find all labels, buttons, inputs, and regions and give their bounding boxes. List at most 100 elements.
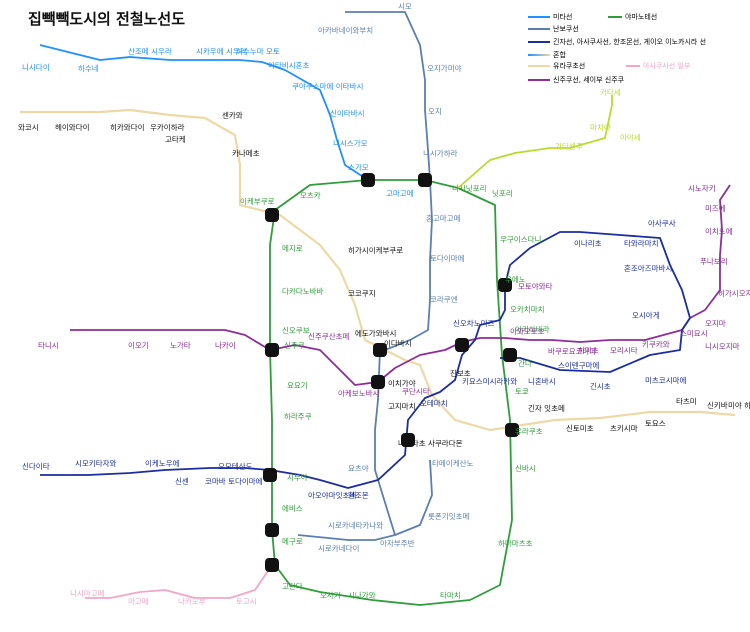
station-label[interactable]: 시모키타자와 (75, 459, 117, 468)
station-label[interactable]: 토요스 (645, 419, 666, 428)
station-label[interactable]: 미야 하아 (728, 401, 750, 410)
station-label[interactable]: 아케보노바시 (338, 389, 380, 398)
station-label[interactable]: 에도가와바시 (355, 329, 397, 338)
station-label[interactable]: 하마마츠초 (498, 539, 533, 548)
station-label[interactable]: 유라쿠초 (515, 427, 543, 436)
station-label[interactable]: 카나메초 (232, 149, 260, 158)
station-label[interactable]: 토고시 (236, 597, 257, 606)
station-label[interactable]: 나카이 (215, 341, 236, 350)
station-label[interactable]: 타와라마치 (624, 239, 659, 248)
station-label[interactable]: 기타센주 (555, 142, 583, 151)
station-label[interactable]: 모리시타 (610, 346, 638, 355)
station-label[interactable]: 아사쿠사 (648, 219, 676, 228)
station-label[interactable]: 신이타바시 (330, 109, 365, 118)
station-label[interactable]: 신센 (175, 477, 189, 486)
station-label[interactable]: 니시닛포리 (452, 184, 487, 193)
station-label[interactable]: 시모 (398, 2, 412, 11)
station-label[interactable]: 타니시 (38, 341, 59, 350)
station-label[interactable]: 카타세 (600, 88, 621, 97)
station-label[interactable]: 키쿠카와 (642, 340, 670, 349)
station-label[interactable]: 쿠단시타 (402, 387, 430, 396)
station-label[interactable]: 신바시 (515, 464, 536, 473)
station-label[interactable]: 아야세 (620, 133, 641, 142)
station-label[interactable]: 아키하바라 (515, 325, 550, 334)
station-label[interactable]: 마고메 (128, 597, 149, 606)
station-label[interactable]: 나가타초 (398, 439, 426, 448)
station-label[interactable]: 니혼바시 (528, 377, 556, 386)
station-label[interactable]: 오지 (428, 107, 442, 116)
station-label[interactable]: 히카와다이 (110, 123, 145, 132)
station-label[interactable]: 타마치 (440, 591, 461, 600)
station-label[interactable]: 이치가야 (388, 379, 416, 388)
station-label[interactable]: 오모테산도 (218, 462, 253, 471)
station-label[interactable]: 하수누마 모토 (236, 47, 280, 56)
station-label[interactable]: 바쿠로요코야마 (548, 347, 597, 356)
station-label[interactable]: 긴시초 (590, 382, 611, 391)
station-label[interactable]: 혼조아즈마바시 (624, 264, 673, 273)
station-label[interactable]: 이치노에 (705, 227, 733, 236)
station-label[interactable]: 이와모토초 (510, 327, 545, 336)
station-label[interactable]: 롯폰기잇초메 (428, 512, 470, 521)
station-label[interactable]: 진보초 (450, 369, 471, 378)
station-label[interactable]: 하라주쿠 (284, 412, 312, 421)
station-label[interactable]: 니시오지마 (705, 342, 740, 351)
station-label[interactable]: 모토야와타 (518, 282, 553, 291)
station-label[interactable]: 코마바 토다이마에 (205, 477, 263, 486)
station-label[interactable]: 고탄다 (282, 582, 303, 591)
station-label[interactable]: 미츠코시마에 (645, 376, 687, 385)
station-label[interactable]: 센카와 (222, 111, 243, 120)
station-label[interactable]: 아자부주반 (380, 539, 415, 548)
station-label[interactable]: 고지마치 (388, 402, 416, 411)
station-label[interactable]: 신다이타 (22, 462, 50, 471)
station-label[interactable]: 스가모 (348, 163, 369, 172)
station-label[interactable]: 토쿄 (515, 387, 529, 396)
station-label[interactable]: 시노자키 (688, 184, 716, 193)
station-label[interactable]: 오지마 (705, 319, 726, 328)
station-label[interactable]: 이오기 (128, 341, 149, 350)
station-label[interactable]: 메구로 (282, 537, 303, 546)
station-label[interactable]: 푸나보리 (700, 257, 728, 266)
station-label[interactable]: 요츠야 (348, 464, 369, 473)
station-label[interactable]: 와코시 (18, 123, 39, 132)
station-label[interactable]: 마치야 (590, 123, 611, 132)
station-label[interactable]: 니시스가모 (333, 139, 368, 148)
station-label[interactable]: 우구이스다니 (500, 235, 542, 244)
station-label[interactable]: 신주쿠 (284, 341, 305, 350)
station-label[interactable]: 신토미초 (566, 424, 594, 433)
station-label[interactable]: 고타케 (165, 135, 186, 144)
station-label[interactable]: 스이텐구마에 (558, 361, 600, 370)
station-label[interactable]: 스미요시 (680, 329, 708, 338)
station-label[interactable]: 츠키시마 (610, 424, 638, 433)
station-label[interactable]: 오테마치 (420, 399, 448, 408)
station-label[interactable]: 이케부쿠로 (240, 197, 275, 206)
station-label[interactable]: 코라쿠엔 (430, 295, 458, 304)
station-label[interactable]: 혼고마고메 (426, 214, 461, 223)
station-label[interactable]: 토다이마에 (430, 254, 465, 263)
station-label[interactable]: 니시다이 (22, 63, 50, 72)
station-label[interactable]: 미즈에 (705, 204, 726, 213)
station-label[interactable]: 이나리초 (574, 239, 602, 248)
station-label[interactable]: 우에노 (505, 275, 526, 284)
station-label[interactable]: 시나가와 (348, 591, 376, 600)
station-label[interactable]: 키요스미시라카와 (462, 377, 518, 386)
station-label[interactable]: 아오야마잇초메 (308, 491, 357, 500)
station-label[interactable]: 시로카네타카나와 (328, 521, 384, 530)
station-label[interactable]: 고마고메 (386, 189, 414, 198)
station-label[interactable]: 하수네 (78, 64, 99, 73)
station-label[interactable]: 메지로 (282, 244, 303, 253)
station-label[interactable]: 간다 (518, 359, 532, 368)
station-label[interactable]: 요요기 (287, 381, 308, 390)
station-label[interactable]: 히가시이케부쿠로 (348, 246, 404, 255)
station-label[interactable]: 아타비시혼초 (268, 61, 310, 70)
station-label[interactable]: 긴자 잇초메 (528, 404, 565, 413)
station-label[interactable]: 나카노부 (178, 597, 206, 606)
station-label[interactable]: 오카치마치 (510, 305, 545, 314)
station-label[interactable]: 타메이케산노 (432, 459, 474, 468)
station-label[interactable]: 시로카네다이 (318, 544, 360, 553)
station-label[interactable]: 아카바네이와부치 (318, 26, 374, 35)
station-label[interactable]: 헤이와다이 (55, 123, 90, 132)
station-label[interactable]: 코코쿠지 (348, 289, 376, 298)
station-label[interactable]: 신주쿠산초메 (308, 332, 350, 341)
station-label[interactable]: 신오차노미즈 (453, 319, 495, 328)
station-label[interactable]: 에비스 (282, 504, 303, 513)
